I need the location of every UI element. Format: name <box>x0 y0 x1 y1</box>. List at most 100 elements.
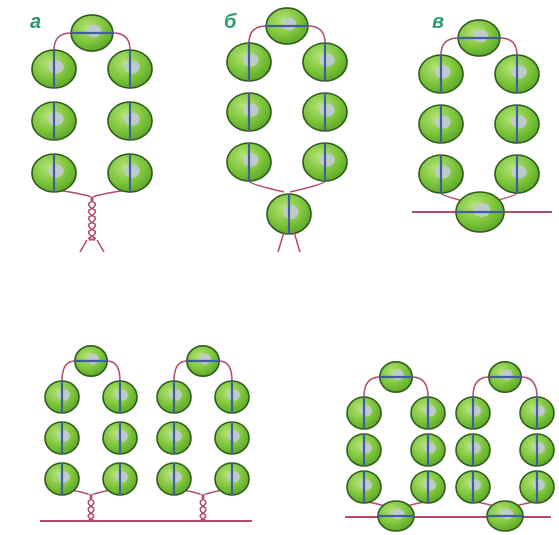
thread-end <box>79 239 88 253</box>
bead <box>519 470 555 504</box>
bead-hole <box>124 164 140 178</box>
bead <box>455 433 491 467</box>
bead <box>31 153 77 193</box>
bead-hole <box>360 405 372 417</box>
bead-hole <box>511 165 527 179</box>
bead <box>266 193 312 235</box>
bead-hole <box>243 153 259 167</box>
bead <box>377 500 415 532</box>
bead <box>44 462 80 496</box>
bead <box>214 380 250 414</box>
bead-hole <box>435 165 451 179</box>
bead <box>302 42 348 82</box>
bead <box>457 19 501 57</box>
bead <box>346 433 382 467</box>
bead-hole <box>392 369 404 381</box>
panel-label-v: в <box>432 11 444 33</box>
thread-arc <box>53 32 72 51</box>
bead-hole <box>424 442 436 454</box>
bead-hole <box>86 24 102 38</box>
bead-hole <box>58 389 70 401</box>
panel-b <box>226 7 348 253</box>
bead-hole <box>116 471 128 483</box>
bead-hole <box>58 430 70 442</box>
bead <box>226 92 272 132</box>
bead-hole <box>116 389 128 401</box>
bead <box>494 154 540 194</box>
bead-hole <box>533 479 545 491</box>
bead-hole <box>48 60 64 74</box>
bead-hole <box>360 442 372 454</box>
twist-strand <box>87 195 97 241</box>
thread-arc <box>521 376 538 398</box>
bead-hole <box>48 164 64 178</box>
bead-hole <box>469 405 481 417</box>
bead <box>74 344 108 377</box>
bead-hole <box>469 442 481 454</box>
bead <box>31 49 77 89</box>
bead <box>70 14 114 52</box>
bead <box>214 421 250 455</box>
bead <box>265 7 309 45</box>
thread-arc <box>363 376 380 398</box>
bead-hole <box>473 203 491 217</box>
bead-hole <box>319 53 335 67</box>
bead <box>214 462 250 496</box>
bead <box>418 104 464 144</box>
bead-hole <box>500 508 514 520</box>
panel-label-a: а <box>30 11 41 33</box>
thread-arc <box>219 360 233 382</box>
bead-hole <box>469 479 481 491</box>
bead <box>410 470 446 504</box>
bead <box>107 101 153 141</box>
bead-hole <box>424 405 436 417</box>
bead <box>226 142 272 182</box>
thread-end <box>277 231 285 253</box>
bead <box>226 42 272 82</box>
bead <box>102 462 138 496</box>
thread-arc <box>412 376 429 398</box>
bead <box>102 380 138 414</box>
bead-hole <box>533 442 545 454</box>
bead <box>455 396 491 430</box>
panel-double-bead <box>345 360 555 532</box>
bead-hole <box>511 65 527 79</box>
bead-hole <box>319 103 335 117</box>
bead <box>519 433 555 467</box>
bead <box>379 360 413 393</box>
bead <box>494 104 540 144</box>
thread-arc <box>107 360 121 382</box>
thread-arc <box>307 25 326 44</box>
bead-hole <box>58 471 70 483</box>
bead-hole <box>360 479 372 491</box>
bead-hole <box>199 353 211 365</box>
bead-hole <box>170 471 182 483</box>
bead-hole <box>473 29 489 43</box>
bead-hole <box>116 430 128 442</box>
bead-hole <box>511 115 527 129</box>
thread-arc <box>173 360 187 382</box>
twist-strand <box>87 493 95 521</box>
panel-a <box>31 14 153 253</box>
bead-hole <box>243 103 259 117</box>
bead <box>156 380 192 414</box>
thread-arc <box>61 360 75 382</box>
bead <box>494 54 540 94</box>
thread-arc <box>440 37 459 56</box>
bead <box>410 396 446 430</box>
thread-arc <box>472 376 489 398</box>
bead-hole <box>87 353 99 365</box>
bead <box>455 191 505 233</box>
bead-hole <box>170 389 182 401</box>
twist-strand <box>199 493 207 521</box>
bead-hole <box>281 17 297 31</box>
thread-arc <box>499 37 518 56</box>
bead <box>156 421 192 455</box>
bead <box>488 360 522 393</box>
bead <box>302 92 348 132</box>
thread-arc <box>248 180 285 193</box>
panel-v <box>412 19 552 233</box>
bead <box>302 142 348 182</box>
thread-end <box>96 239 105 253</box>
